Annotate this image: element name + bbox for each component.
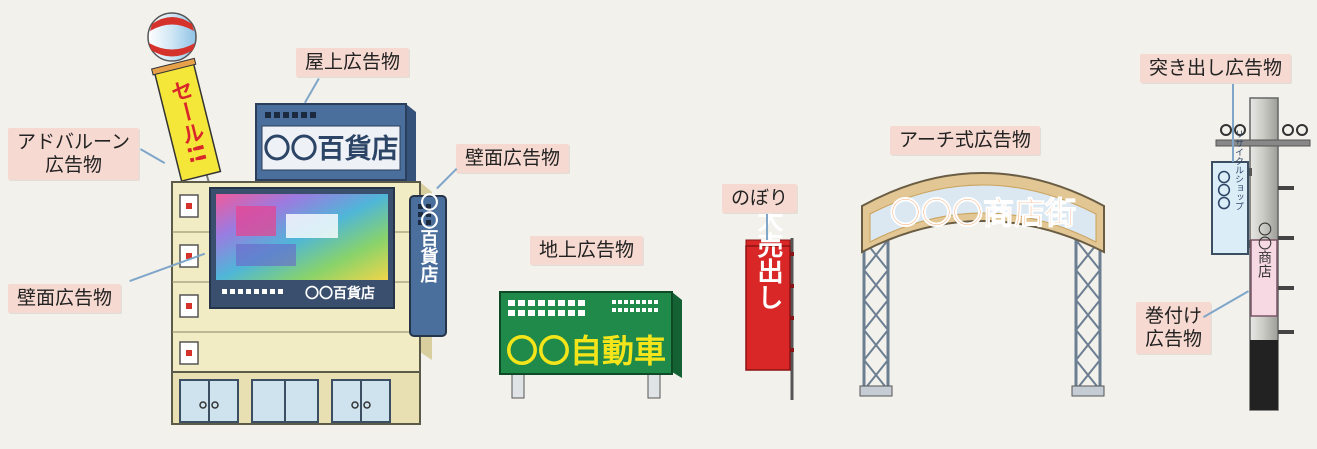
vertical-sign-text: 〇〇百貨店 (418, 193, 439, 284)
label-wall-left: 壁面広告物 (8, 284, 122, 313)
car-dealer-text: 〇〇自動車 (506, 332, 666, 370)
label-arch: アーチ式広告物 (890, 126, 1040, 155)
nobori-flag: 大売出し (745, 206, 794, 400)
label-ground: 地上広告物 (530, 236, 644, 265)
label-nobori: のぼり (722, 184, 798, 213)
projecting-sign-line1: リサイクルショップ (1233, 130, 1244, 211)
nobori-text: 大売出し (753, 206, 783, 310)
leader-nobori (766, 214, 768, 240)
leader-projecting (1232, 84, 1234, 162)
label-wall-right: 壁面広告物 (456, 144, 570, 173)
label-wrap-line2: 広告物 (1145, 328, 1203, 350)
label-projecting: 突き出し広告物 (1140, 54, 1292, 83)
arch-banner-text: 〇〇〇商店街 (890, 196, 1076, 232)
utility-pole: リサイクルショップ 〇〇〇 〇〇商店 (1211, 97, 1311, 411)
ground-sign: 〇〇自動車 (499, 291, 682, 399)
projecting-sign-line2: 〇〇〇 (1215, 170, 1231, 211)
wrap-sign-text: 〇〇商店 (1256, 222, 1272, 278)
label-ad-balloon: アドバルーン 広告物 (8, 128, 140, 180)
department-store: 〇〇百貨店 (171, 103, 447, 425)
label-wrap: 巻付け 広告物 (1136, 302, 1212, 354)
billboard-caption-text: 〇〇百貨店 (305, 285, 375, 302)
label-ad-balloon-line2: 広告物 (45, 154, 103, 176)
arch-sign: 〇〇〇商店街 (859, 172, 1105, 397)
label-rooftop: 屋上広告物 (296, 48, 410, 77)
label-ad-balloon-line1: アドバルーン (17, 131, 131, 153)
label-wrap-line1: 巻付け (1145, 305, 1203, 327)
rooftop-sign-text: 〇〇百貨店 (264, 133, 399, 165)
